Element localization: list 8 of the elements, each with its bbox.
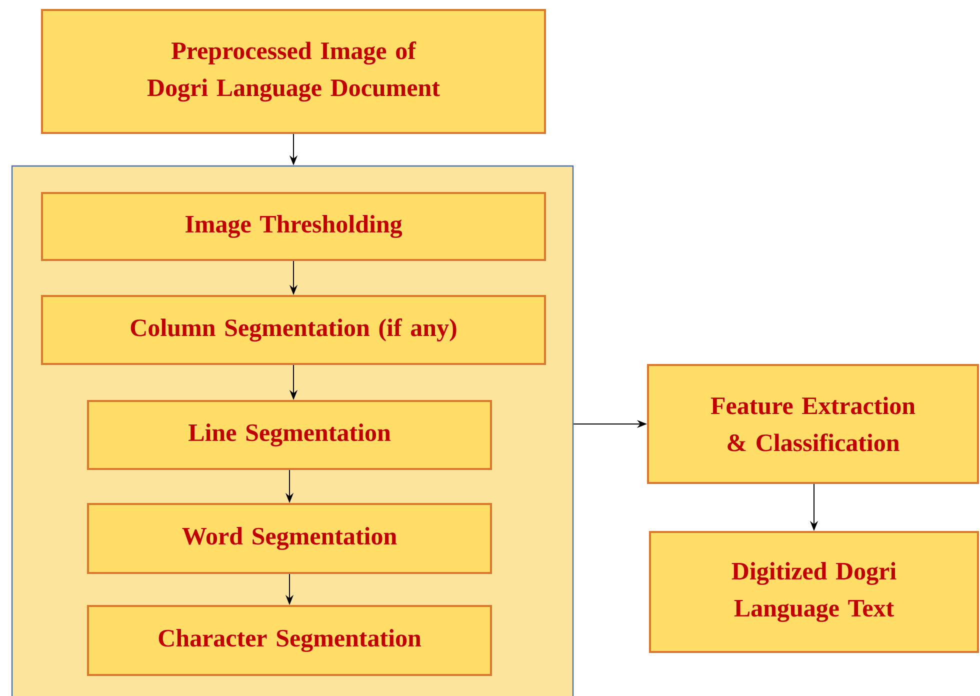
- process-box: Column Segmentation (if any): [41, 295, 546, 365]
- process-box: Line Segmentation: [87, 400, 492, 470]
- process-box: Word Segmentation: [87, 502, 492, 574]
- process-box: Feature Extraction & Classification: [647, 364, 979, 484]
- process-box: Digitized Dogri Language Text: [649, 530, 979, 653]
- process-box: Preprocessed Image of Dogri Language Document: [41, 9, 546, 134]
- process-box: Image Thresholding: [41, 192, 546, 261]
- process-box: Character Segmentation: [87, 604, 492, 676]
